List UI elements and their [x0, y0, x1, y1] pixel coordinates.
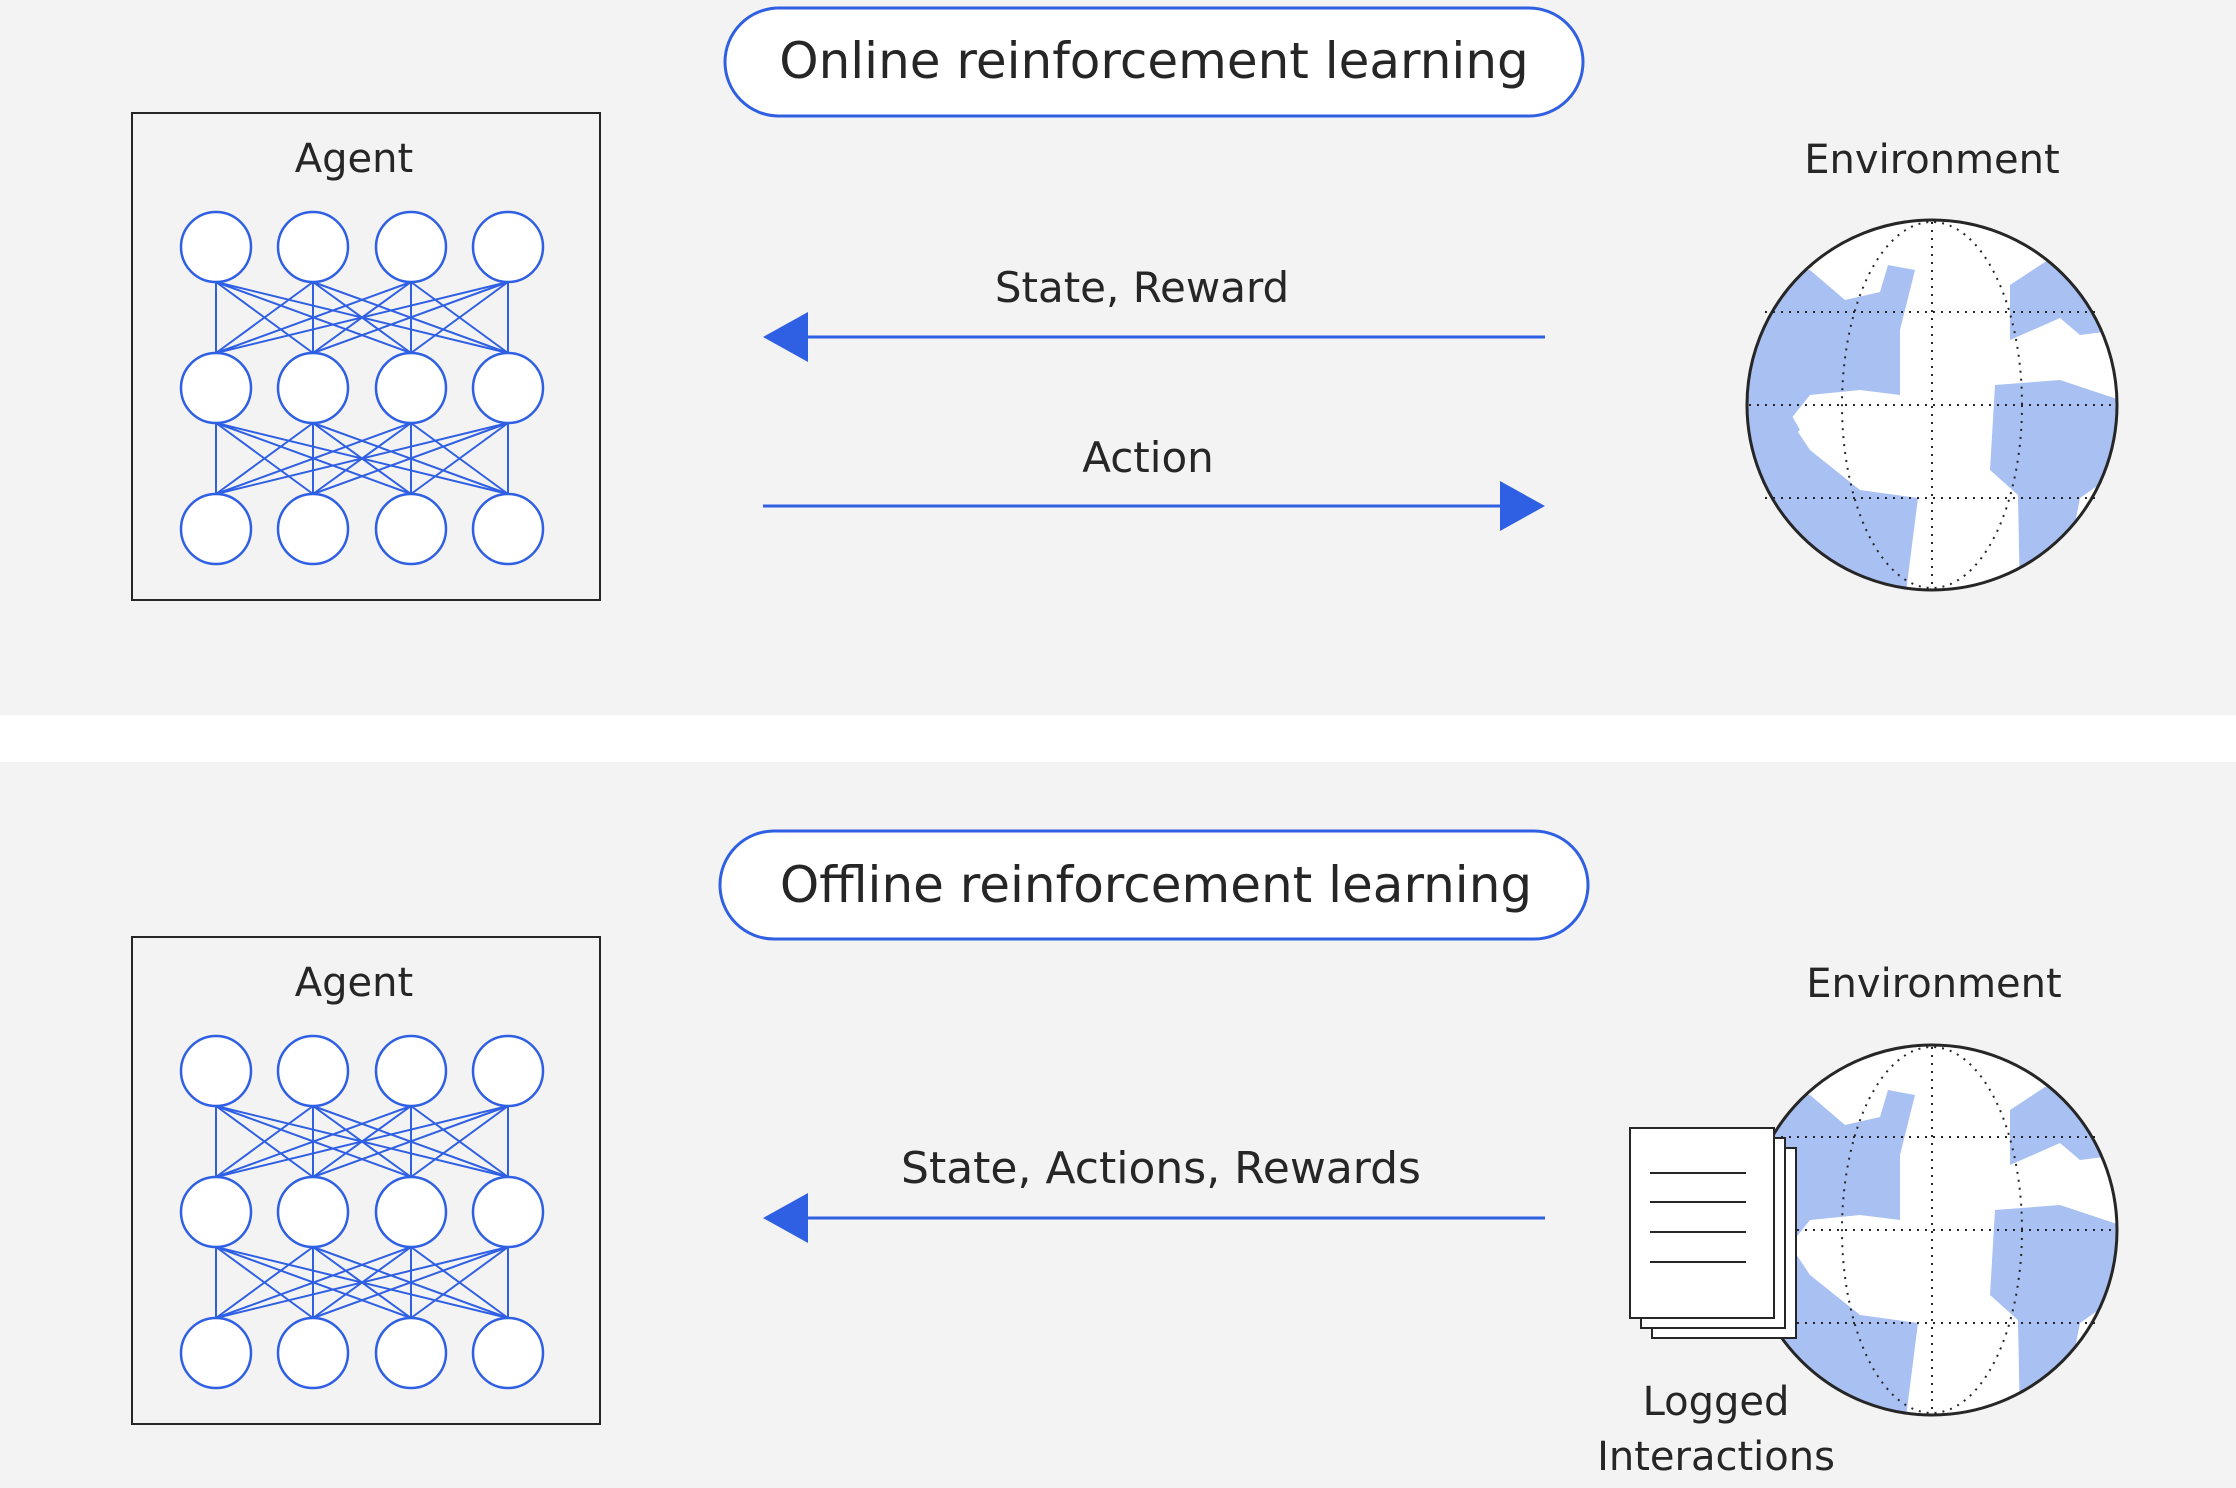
nn-node [471, 1316, 545, 1390]
online-arrow-state-reward: State, Reward [763, 263, 1545, 362]
nn-node [276, 210, 350, 284]
online-agent-label: Agent [295, 136, 413, 182]
nn-node [179, 1175, 253, 1249]
nn-connection [215, 281, 314, 354]
offline-agent: Agent [131, 936, 601, 1425]
nn-connection [215, 422, 412, 495]
nn-connection [215, 422, 509, 495]
nn-connection [312, 1105, 509, 1178]
nn-connection [215, 1246, 314, 1319]
nn-node [471, 1034, 545, 1108]
nn-connection [312, 281, 509, 354]
nn-node [276, 492, 350, 566]
neural-network-icon [179, 1034, 545, 1390]
nn-node [374, 1316, 448, 1390]
nn-connection [410, 1105, 509, 1178]
nn-connection [215, 1105, 314, 1178]
offline-title: Offline reinforcement learning [780, 856, 1532, 914]
nn-connection [215, 422, 314, 495]
nn-node [276, 351, 350, 425]
online-environment-label: Environment [1804, 137, 2059, 183]
arrow-right-icon [1500, 481, 1545, 531]
online-agent: Agent [131, 112, 601, 601]
nn-connection [215, 281, 412, 354]
offline-arrow-label: State, Actions, Rewards [901, 1143, 1421, 1194]
nn-connection [215, 1105, 412, 1178]
nn-connection [215, 281, 509, 354]
offline-section: Offline reinforcement learning Agent Sta… [131, 829, 2119, 1480]
nn-node [471, 351, 545, 425]
document-stack-icon [1629, 1127, 1797, 1339]
nn-connection [312, 422, 509, 495]
offline-arrow: State, Actions, Rewards [763, 1143, 1545, 1243]
nn-node [374, 1175, 448, 1249]
nn-node [276, 1316, 350, 1390]
offline-agent-label: Agent [295, 960, 413, 1006]
nn-node [374, 492, 448, 566]
globe-icon [1745, 1043, 2119, 1417]
nn-node [374, 1034, 448, 1108]
logged-label-line1: Logged [1643, 1379, 1790, 1425]
offline-title-pill: Offline reinforcement learning [718, 829, 1590, 941]
online-title-pill: Online reinforcement learning [723, 6, 1585, 118]
arrow-left-icon [763, 1193, 808, 1243]
logged-label-line2: Interactions [1597, 1434, 1835, 1480]
online-section: Online reinforcement learning Agent Stat… [131, 6, 2119, 601]
nn-node [179, 492, 253, 566]
online-arrow-action: Action [763, 433, 1545, 531]
nn-node [471, 210, 545, 284]
nn-node [179, 351, 253, 425]
nn-connection [410, 422, 509, 495]
nn-node [471, 492, 545, 566]
nn-node [374, 351, 448, 425]
state-reward-label: State, Reward [995, 263, 1289, 312]
nn-node [471, 1175, 545, 1249]
nn-connection [215, 1105, 509, 1178]
online-environment: Environment [1745, 137, 2119, 592]
nn-connection [410, 281, 509, 354]
globe-icon [1745, 218, 2119, 592]
nn-node [179, 1034, 253, 1108]
nn-node [179, 210, 253, 284]
online-title: Online reinforcement learning [779, 32, 1529, 90]
nn-connection [312, 1246, 509, 1319]
arrow-left-icon [763, 312, 808, 362]
nn-connection [215, 1246, 509, 1319]
neural-network-icon [179, 210, 545, 566]
nn-node [276, 1034, 350, 1108]
nn-connection [215, 1246, 412, 1319]
offline-environment: Environment [1597, 961, 2119, 1480]
nn-node [374, 210, 448, 284]
action-label: Action [1082, 433, 1214, 482]
offline-environment-label: Environment [1806, 961, 2061, 1007]
nn-connection [410, 1246, 509, 1319]
nn-node [276, 1175, 350, 1249]
nn-node [179, 1316, 253, 1390]
